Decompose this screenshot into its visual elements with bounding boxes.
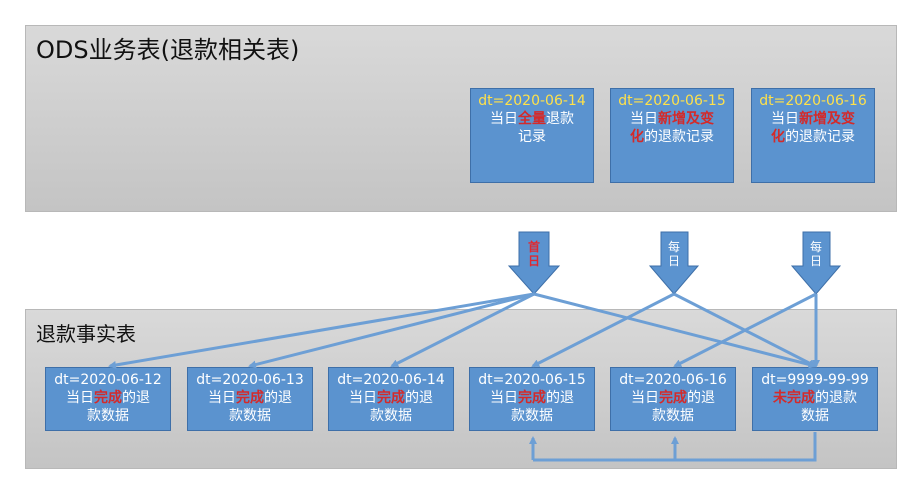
box-desc-line1: 当日新增及变: [611, 110, 733, 128]
text-segment: 的退款记录: [644, 129, 714, 145]
highlight-text: 完成: [236, 390, 264, 406]
partition-date: dt=2020-06-15: [618, 93, 726, 109]
highlight-text: 新增及变: [658, 111, 714, 127]
connector-line: [248, 292, 535, 369]
arrow-label: 首 日: [524, 240, 544, 268]
highlight-text: 完成: [659, 390, 687, 406]
box-desc-line1: 当日完成的退: [611, 389, 735, 407]
text-segment: 的退款: [815, 390, 857, 406]
ods-panel-title: ODS业务表(退款相关表): [36, 36, 300, 64]
fact-panel-title: 退款事实表: [36, 322, 136, 346]
highlight-text: 完成: [518, 390, 546, 406]
text-segment: 当日: [66, 390, 94, 406]
connector-line: [673, 292, 817, 368]
partition-date: dt=2020-06-16: [619, 372, 727, 388]
fact-partition-box: dt=2020-06-13 当日完成的退 款数据: [187, 367, 313, 431]
text-segment: 的退: [264, 390, 292, 406]
box-desc-line2: 数据: [801, 408, 829, 424]
highlight-text: 化: [630, 129, 644, 145]
text-segment: 当日: [208, 390, 236, 406]
arrow-label-line: 首: [527, 240, 540, 254]
arrow-label-line: 每: [667, 240, 680, 254]
arrow-label-line: 日: [809, 254, 822, 268]
text-segment: 的退: [687, 390, 715, 406]
down-arrow: [648, 231, 700, 295]
arrow-label: 每 日: [806, 240, 826, 268]
arrow-label-line: 每: [809, 240, 822, 254]
highlight-text: 新增及变: [799, 111, 855, 127]
box-desc-line1: 当日全量退款: [471, 110, 593, 128]
ods-partition-box: dt=2020-06-16 当日新增及变 化的退款记录: [751, 88, 875, 183]
box-desc-line2: 款数据: [652, 408, 694, 424]
text-segment: 当日: [490, 111, 518, 127]
text-segment: 退款: [546, 111, 574, 127]
box-desc-line2: 记录: [518, 129, 546, 145]
partition-date: dt=2020-06-16: [759, 93, 867, 109]
down-arrow: [790, 231, 842, 295]
connector-line: [390, 292, 535, 368]
highlight-text: 全量: [518, 111, 546, 127]
box-desc-line1: 当日完成的退: [188, 389, 312, 407]
highlight-text: 化: [771, 129, 785, 145]
box-desc-line2: 款数据: [511, 408, 553, 424]
partition-date: dt=9999-99-99: [761, 372, 869, 388]
text-segment: 当日: [631, 390, 659, 406]
text-segment: 的退: [405, 390, 433, 406]
box-desc-line2: 款数据: [87, 408, 129, 424]
partition-date: dt=2020-06-14: [337, 372, 445, 388]
arrow-label-line: 日: [667, 254, 680, 268]
partition-date: dt=2020-06-15: [478, 372, 586, 388]
text-segment: 当日: [771, 111, 799, 127]
ods-partition-box: dt=2020-06-15 当日新增及变 化的退款记录: [610, 88, 734, 183]
box-desc-line1: 当日完成的退: [329, 389, 453, 407]
fact-partition-box: dt=2020-06-12 当日完成的退 款数据: [45, 367, 171, 431]
ods-partition-box: dt=2020-06-14 当日全量退款 记录: [470, 88, 594, 183]
fact-partition-box: dt=2020-06-16 当日完成的退 款数据: [610, 367, 736, 431]
arrow-label-line: 日: [527, 254, 540, 268]
box-desc-line1: 未完成的退款: [753, 389, 877, 407]
text-segment: 的退款记录: [785, 129, 855, 145]
text-segment: 的退: [546, 390, 574, 406]
down-arrow: [507, 231, 561, 295]
highlight-text: 完成: [377, 390, 405, 406]
partition-date: dt=2020-06-12: [54, 372, 162, 388]
box-desc-line2: 款数据: [370, 408, 412, 424]
feedback-line: [533, 432, 817, 462]
box-desc-line2: 化的退款记录: [752, 128, 874, 146]
box-desc-line1: 当日新增及变: [752, 110, 874, 128]
arrow-label: 每 日: [664, 240, 684, 268]
text-segment: 当日: [630, 111, 658, 127]
box-desc-line2: 款数据: [229, 408, 271, 424]
text-segment: 当日: [490, 390, 518, 406]
highlight-text: 完成: [94, 390, 122, 406]
box-desc-line1: 当日完成的退: [470, 389, 594, 407]
partition-date: dt=2020-06-13: [196, 372, 304, 388]
connector-line: [533, 292, 817, 369]
box-desc-line2: 化的退款记录: [611, 128, 733, 146]
fact-partition-box: dt=2020-06-14 当日完成的退 款数据: [328, 367, 454, 431]
connector-line: [108, 292, 535, 369]
partition-date: dt=2020-06-14: [478, 93, 586, 109]
fact-partition-box: dt=2020-06-15 当日完成的退 款数据: [469, 367, 595, 431]
text-segment: 的退: [122, 390, 150, 406]
box-desc-line1: 当日完成的退: [46, 389, 170, 407]
text-segment: 当日: [349, 390, 377, 406]
highlight-text: 未完成: [773, 390, 815, 406]
connector-line: [531, 292, 675, 368]
